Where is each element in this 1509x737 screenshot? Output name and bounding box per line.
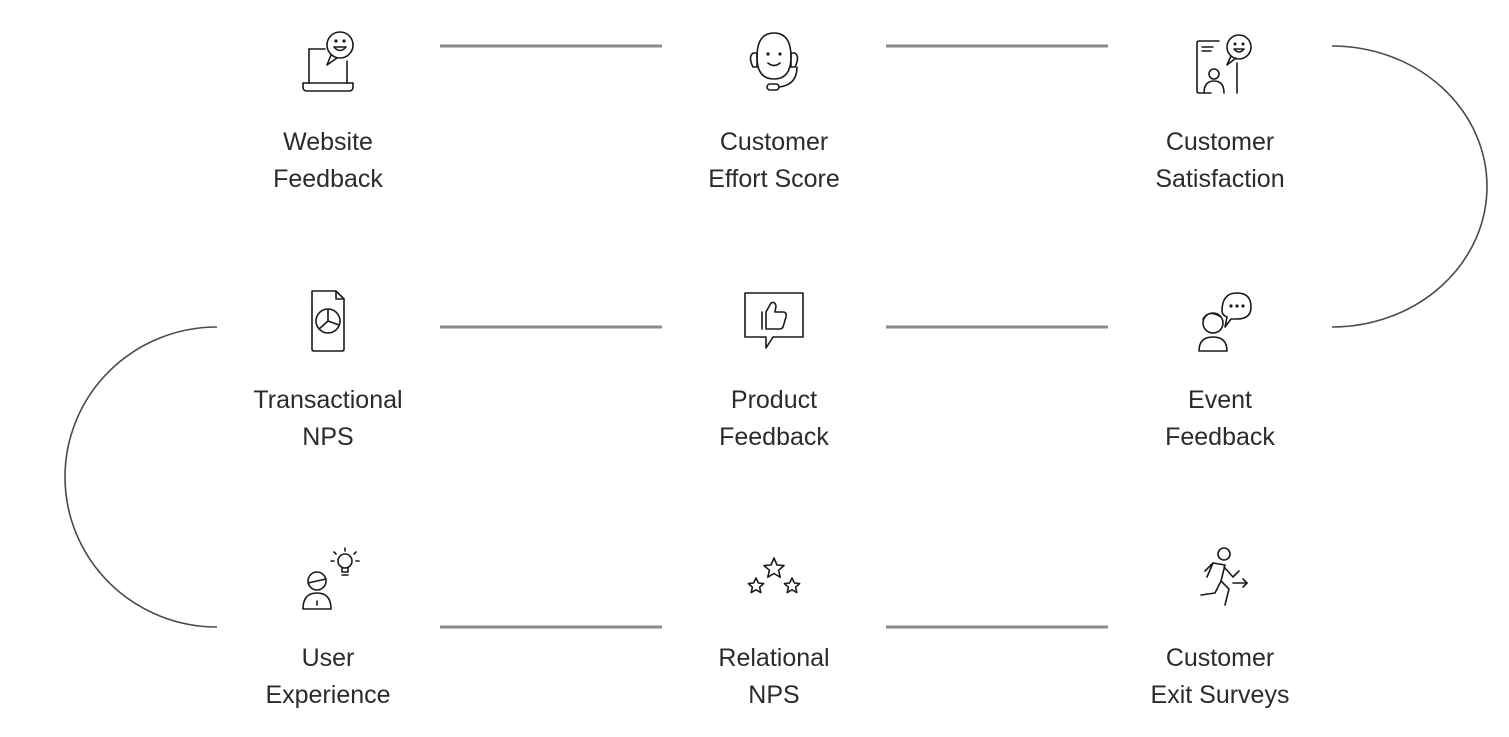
node-product-feedback: Product Feedback <box>664 285 884 456</box>
node-label: Product Feedback <box>664 382 884 456</box>
node-label-line2: Feedback <box>1165 423 1275 451</box>
person-talk-icon <box>1198 292 1252 352</box>
thumbs-up-bubble-icon <box>744 292 804 349</box>
node-relational-nps: Relational NPS <box>664 543 884 714</box>
node-label-line2: Effort Score <box>708 165 840 193</box>
node-label-line1: Product <box>730 386 818 414</box>
node-label: User Experience <box>218 640 438 714</box>
node-customer-satisfaction: Customer Satisfaction <box>1110 27 1330 198</box>
node-customer-exit-surveys: Customer Exit Surveys <box>1110 543 1330 714</box>
running-person-icon <box>1200 547 1248 606</box>
connector-arc-right <box>1331 45 1488 328</box>
node-label-line2: Satisfaction <box>1155 165 1285 193</box>
node-label-line1: Customer <box>719 128 829 156</box>
node-customer-effort-score: Customer Effort Score <box>664 27 884 198</box>
node-label: Customer Exit Surveys <box>1110 640 1330 714</box>
headset-agent-icon <box>749 32 799 91</box>
laptop-chat-icon <box>302 31 354 92</box>
node-label-line1: User <box>301 644 355 672</box>
node-label-line2: Exit Surveys <box>1150 681 1290 709</box>
stars-icon <box>747 557 801 594</box>
node-label-line2: Experience <box>265 681 391 709</box>
node-label-line1: Relational <box>718 644 830 672</box>
node-label-line2: Feedback <box>719 423 829 451</box>
node-label-line1: Customer <box>1165 128 1275 156</box>
node-label: Transactional NPS <box>218 382 438 456</box>
node-event-feedback: Event Feedback <box>1110 285 1330 456</box>
node-label-line1: Transactional <box>253 386 403 414</box>
node-label: Event Feedback <box>1110 382 1330 456</box>
node-label-line2: NPS <box>302 423 354 451</box>
node-label-line1: Event <box>1188 386 1252 414</box>
node-label: Customer Effort Score <box>664 124 884 198</box>
connector-arc-left <box>64 326 218 628</box>
node-label: Customer Satisfaction <box>1110 124 1330 198</box>
document-pie-icon <box>311 290 345 352</box>
node-label: Website Feedback <box>218 124 438 198</box>
node-label-line2: NPS <box>748 681 800 709</box>
node-user-experience: User Experience <box>218 543 438 714</box>
node-label-line1: Customer <box>1165 644 1275 672</box>
phone-chat-icon <box>1196 34 1252 94</box>
node-transactional-nps: Transactional NPS <box>218 285 438 456</box>
node-label-line1: Website <box>283 128 373 156</box>
node-label: Relational NPS <box>664 640 884 714</box>
person-idea-icon <box>302 547 360 610</box>
node-label-line2: Feedback <box>273 165 383 193</box>
node-website-feedback: Website Feedback <box>218 27 438 198</box>
